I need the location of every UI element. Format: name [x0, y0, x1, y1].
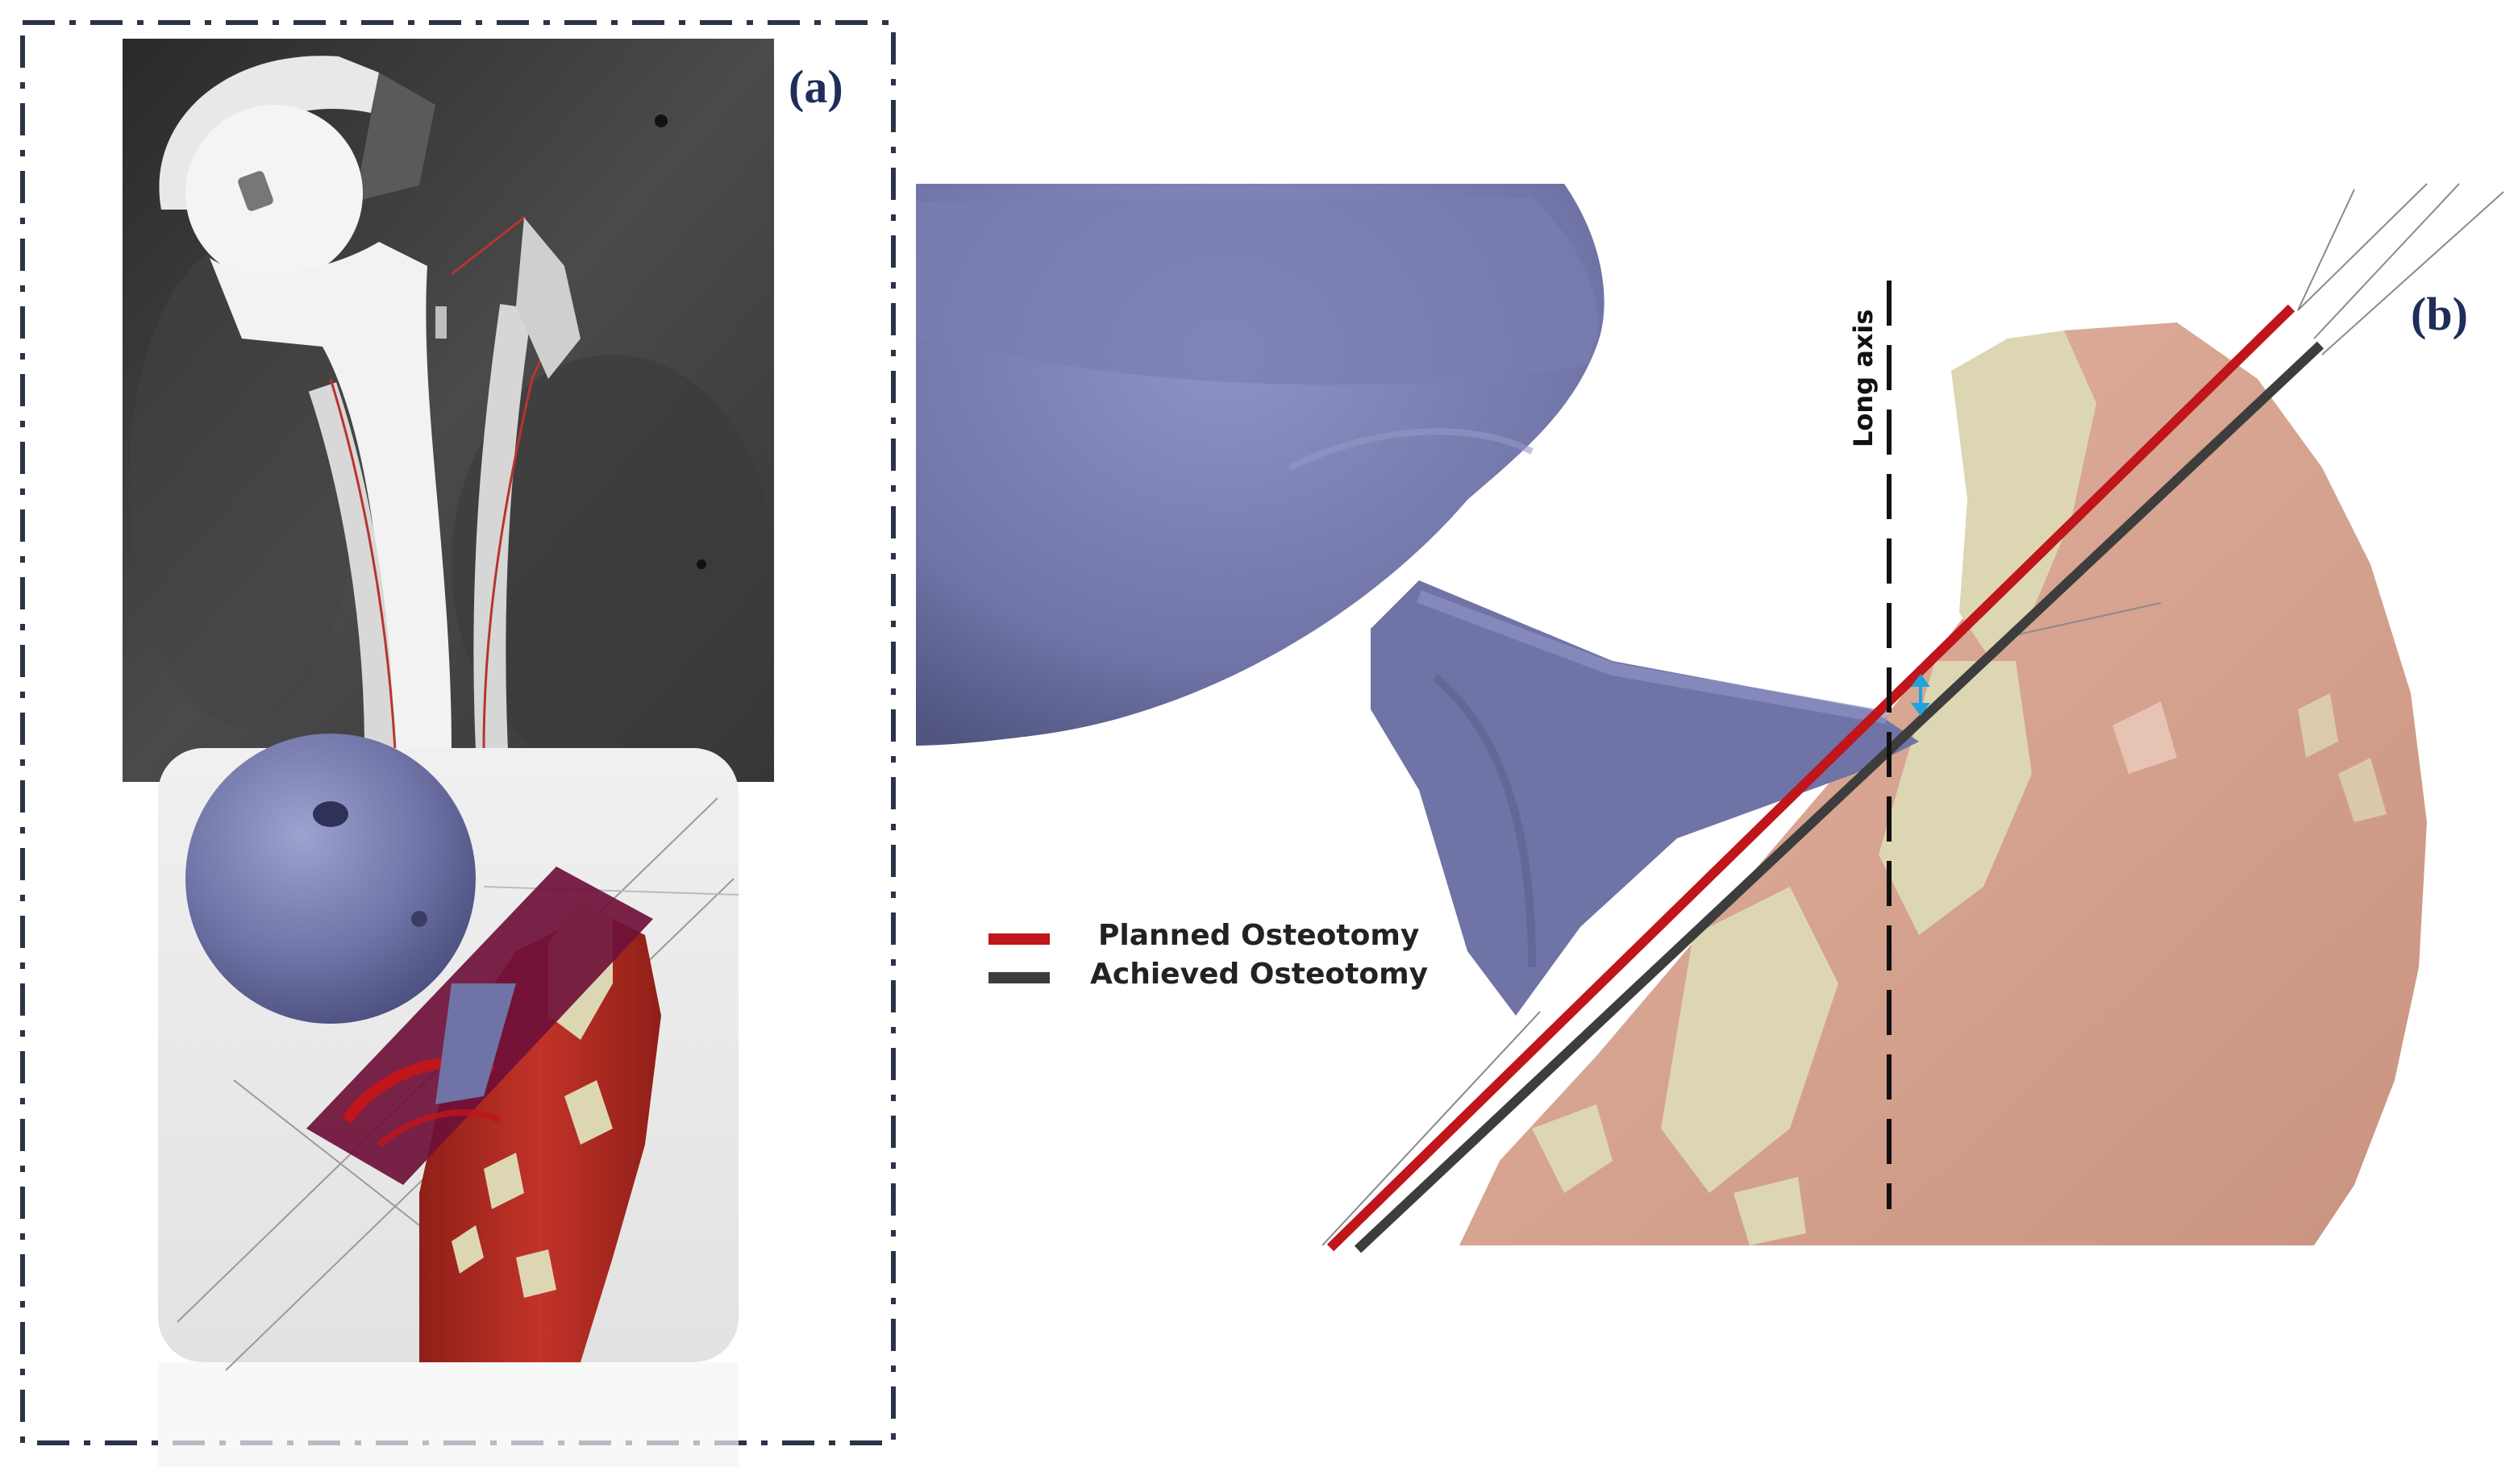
legend-swatch-planned	[988, 933, 1050, 945]
ct-scan-image	[123, 39, 774, 782]
implant-neck	[1371, 580, 1919, 1016]
long-axis-label: Long axis	[1848, 309, 1879, 447]
legend-label-achieved: Achieved Osteotomy	[1090, 958, 1429, 991]
legend-swatch-achieved	[988, 972, 1050, 983]
panel-b-model	[916, 183, 2504, 1253]
double-arrow-icon	[1911, 674, 1930, 716]
achieved-osteotomy-line	[1354, 341, 2324, 1253]
panel-label-a: (a)	[789, 60, 843, 113]
legend-label-planned: Planned Osteotomy	[1098, 919, 1420, 952]
panel-label-b: (b)	[2411, 288, 2468, 340]
model-3d-inset	[158, 734, 739, 1467]
planned-osteotomy-line	[1326, 304, 2295, 1252]
